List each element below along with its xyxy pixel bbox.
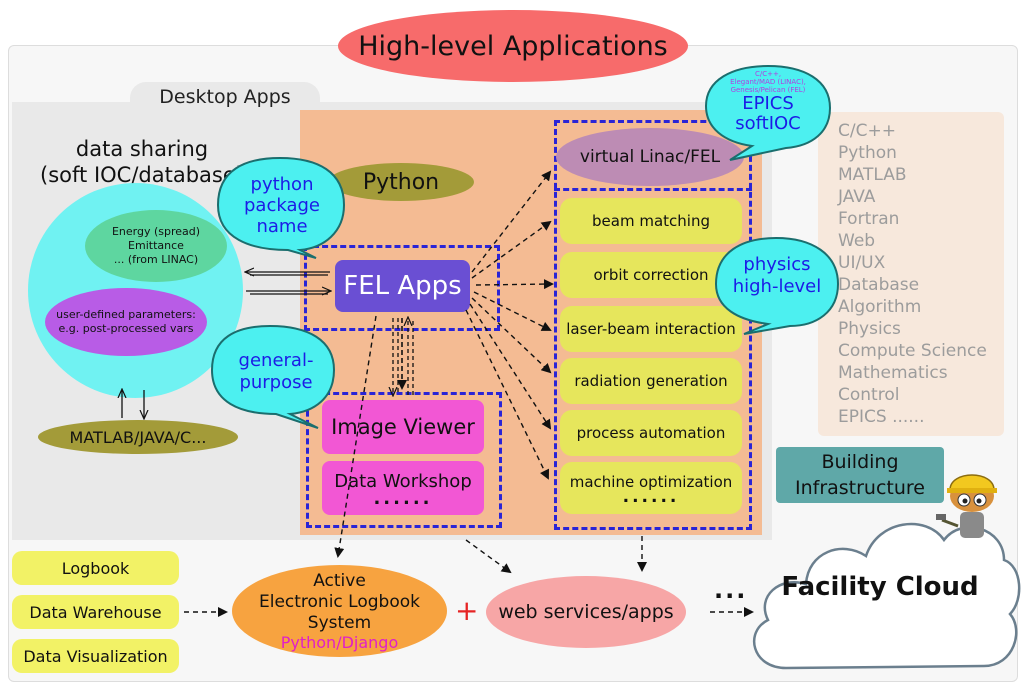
arrow-to-web-left: [465, 539, 512, 574]
building-line1: Building: [821, 451, 899, 473]
virtual-linac-node: virtual Linac/FEL: [556, 128, 744, 186]
energy-emittance-node: Energy (spread) Emittance ... (from LINA…: [85, 210, 227, 282]
python-package-bubble-text: python package name: [232, 174, 332, 237]
physics-bubble-text: physics high-level: [718, 254, 836, 298]
ellipsis: ...: [714, 576, 748, 604]
elog-line2: Electronic Logbook: [258, 591, 420, 612]
physics-app-optimization: machine optimization ......: [560, 462, 742, 514]
building-line2: Infrastructure: [794, 477, 925, 499]
physics-app-radiation: radiation generation: [560, 358, 742, 404]
skill-item: C/C++: [838, 121, 896, 141]
from-linac-line: ... (from LINAC): [113, 253, 199, 266]
skill-item: Database: [838, 275, 920, 295]
python-label: Python: [328, 163, 474, 201]
bubble-line: name: [256, 216, 308, 237]
physics-app-beam-matching: beam matching: [560, 198, 742, 244]
skill-item: Algorithm: [838, 297, 922, 317]
skill-item: Compute Science: [838, 341, 987, 361]
bubble-line: EPICS: [742, 93, 794, 114]
title: High-level Applications: [338, 10, 688, 82]
electronic-logbook-node: Active Electronic Logbook System Python/…: [232, 565, 447, 657]
arrow-to-beam-matching: [471, 220, 552, 279]
skill-item: EPICS ......: [838, 407, 925, 427]
facility-cloud-shape: [752, 522, 1021, 670]
fel-apps-node: FEL Apps: [335, 260, 470, 312]
arrow-to-optimization: [465, 309, 549, 480]
desktop-apps-label: Desktop Apps: [159, 86, 291, 108]
worker-mascot-icon: [936, 474, 997, 538]
image-viewer-node: Image Viewer: [322, 400, 484, 454]
bubble-line: softIOC: [735, 113, 801, 134]
bubble-physics: [714, 236, 840, 335]
skill-item: Web: [838, 231, 876, 251]
matlab-java-node: MATLAB/JAVA/C...: [38, 420, 238, 454]
user-params-line1: user-defined parameters:: [56, 308, 196, 321]
skill-item: MATLAB: [838, 165, 907, 185]
skill-item: Physics: [838, 319, 901, 339]
physics-app-orbit-correction: orbit correction: [560, 252, 742, 298]
skill-item: JAVA: [838, 187, 876, 207]
arrow-to-automation: [469, 303, 552, 430]
physics-group-divider: [554, 188, 752, 191]
data-warehouse-box: Data Warehouse: [12, 595, 179, 629]
bubble-line: package: [244, 195, 320, 216]
bubble-line: python: [250, 174, 314, 195]
energy-line: Energy (spread): [111, 225, 201, 238]
arrow-to-orbit-correction: [475, 279, 554, 290]
logbook-box: Logbook: [12, 551, 179, 585]
bubble-line: purpose: [239, 372, 313, 393]
arrow-felapps-elog: [334, 315, 377, 558]
user-params-line2: e.g. post-processed vars: [58, 322, 194, 335]
bubble-small-line: C/C++,: [754, 70, 782, 78]
bubble-small-line: Elegant/MAD (LINAC),: [730, 78, 806, 86]
arrow-to-virtual-linac: [471, 170, 552, 273]
skill-item: Mathematics: [838, 363, 948, 383]
bubble-general-purpose: [210, 324, 336, 429]
bubble-small-line: Genesis/Pelican (FEL): [730, 86, 806, 94]
facility-cloud-label: Facility Cloud: [781, 572, 979, 602]
skill-item: UI/UX: [838, 253, 886, 273]
general-purpose-bubble-text: general- purpose: [222, 350, 330, 394]
skill-item: Python: [838, 143, 897, 163]
skill-item: Control: [838, 385, 900, 405]
elog-sub: Python/Django: [280, 632, 399, 652]
data-visualization-box: Data Visualization: [12, 639, 179, 673]
skill-item: Fortran: [838, 209, 900, 229]
elog-line1: Active: [313, 570, 366, 591]
data-sharing-title-line1: data sharing: [75, 137, 209, 161]
bubble-line: physics: [743, 254, 811, 275]
user-parameters-node: user-defined parameters: e.g. post-proce…: [45, 288, 207, 356]
arrow-to-radiation: [471, 297, 552, 374]
building-infrastructure-node: Building Infrastructure: [776, 447, 944, 503]
data-workshop-label: Data Workshop: [334, 470, 472, 492]
bubble-epics: [704, 64, 832, 161]
bubble-line: high-level: [732, 276, 822, 297]
optimization-label: machine optimization: [569, 473, 733, 491]
skills-list: C/C++ Python MATLAB JAVA Fortran Web UI/…: [838, 120, 987, 428]
epics-bubble-text: C/C++, Elegant/MAD (LINAC), Genesis/Peli…: [706, 70, 830, 134]
physics-apps-group: [554, 120, 752, 530]
physics-app-automation: process automation: [560, 410, 742, 456]
general-apps-group: [306, 392, 502, 528]
emittance-line: Emittance: [128, 239, 184, 252]
elog-line3: System: [307, 612, 372, 633]
bubble-python-package: [216, 156, 346, 259]
web-services-node: web services/apps: [486, 576, 686, 648]
plus-sign: +: [455, 594, 479, 627]
physics-app-laser-beam: laser-beam interaction: [560, 306, 742, 352]
data-workshop-dots: ......: [373, 487, 433, 509]
physics-dots: ......: [622, 487, 680, 507]
skills-panel: [818, 112, 1004, 436]
data-sharing-title: data sharing (soft IOC/database): [22, 136, 262, 188]
bubble-line: general-: [238, 350, 314, 371]
